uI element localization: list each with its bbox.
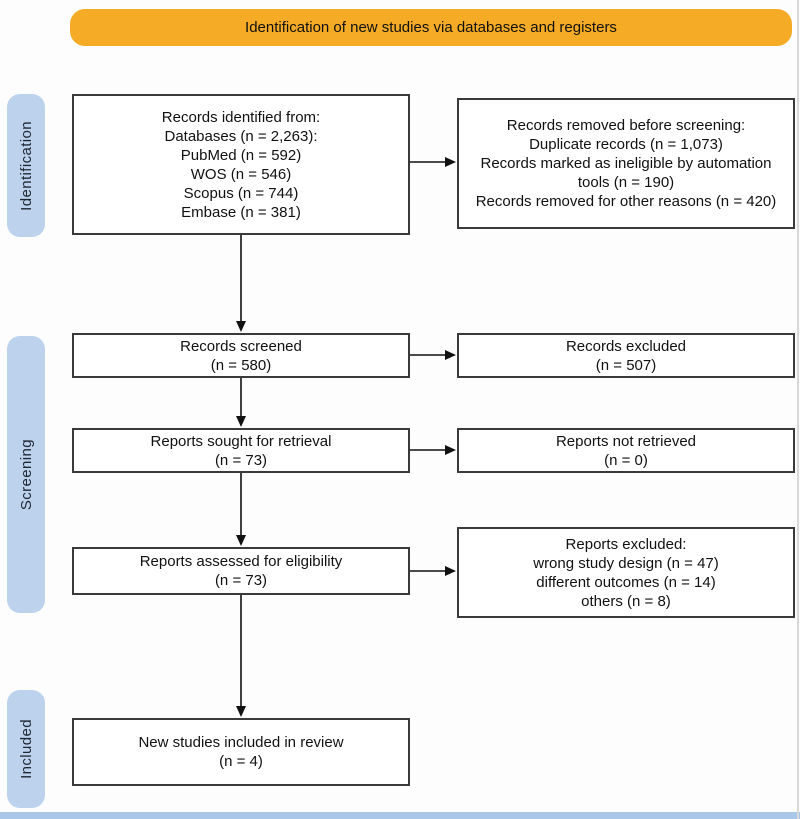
box-reports-sought: Reports sought for retrieval (n = 73): [72, 428, 410, 473]
box-records-removed: Records removed before screening: Duplic…: [457, 98, 795, 229]
box-reports-not-retrieved: Reports not retrieved (n = 0): [457, 428, 795, 473]
box-line: Scopus (n = 744): [183, 184, 299, 202]
box-line: Records marked as ineligible by automati…: [480, 155, 772, 191]
stage-label-identification-text: Identification: [17, 120, 35, 211]
box-line: Reports assessed for eligibility: [139, 553, 343, 570]
box-records-screened: Records screened (n = 580): [72, 333, 410, 378]
box-new-studies: New studies included in review (n = 4): [72, 718, 410, 786]
box-line: Records excluded: [565, 337, 687, 355]
box-line: Reports excluded:: [565, 535, 687, 553]
stage-label-screening-text: Screening: [17, 438, 35, 511]
box-line: Reports not retrieved: [555, 432, 697, 450]
box-line: WOS (n = 546): [190, 165, 292, 183]
box-line: Records identified from:: [161, 108, 321, 126]
box-line: Records removed for other reasons (n = 4…: [475, 193, 777, 210]
box-line: Databases (n = 2,263):: [164, 127, 318, 145]
stage-label-included: Included: [7, 690, 45, 808]
box-line: Records removed before screening:: [506, 117, 746, 134]
box-line: New studies included in review: [138, 734, 344, 751]
box-records-identified: Records identified from: Databases (n = …: [72, 94, 410, 235]
box-line: others (n = 8): [581, 592, 671, 610]
box-line: Embase (n = 381): [181, 203, 301, 221]
box-line: Duplicate records (n = 1,073): [529, 136, 723, 153]
right-edge-line: [797, 0, 799, 819]
banner-title-text: Identification of new studies via databa…: [245, 19, 617, 36]
box-line: different outcomes (n = 14): [536, 573, 716, 591]
box-line: PubMed (n = 592): [180, 146, 302, 164]
bottom-strip: [0, 812, 800, 819]
box-line: (n = 507): [595, 356, 657, 374]
box-line: Reports sought for retrieval: [150, 432, 332, 450]
box-reports-excluded: Reports excluded: wrong study design (n …: [457, 527, 795, 618]
stage-label-included-text: Included: [17, 719, 35, 779]
box-line: (n = 0): [604, 451, 648, 469]
box-line: (n = 4): [219, 753, 263, 770]
box-reports-assessed: Reports assessed for eligibility (n = 73…: [72, 547, 410, 595]
box-line: (n = 73): [214, 572, 268, 589]
banner-title: Identification of new studies via databa…: [70, 9, 792, 46]
box-line: Records screened: [180, 337, 302, 355]
box-records-excluded: Records excluded (n = 507): [457, 333, 795, 378]
stage-label-screening: Screening: [7, 336, 45, 613]
box-line: wrong study design (n = 47): [533, 554, 719, 572]
box-line: (n = 580): [210, 356, 272, 374]
box-line: (n = 73): [214, 451, 268, 469]
stage-label-identification: Identification: [7, 94, 45, 237]
